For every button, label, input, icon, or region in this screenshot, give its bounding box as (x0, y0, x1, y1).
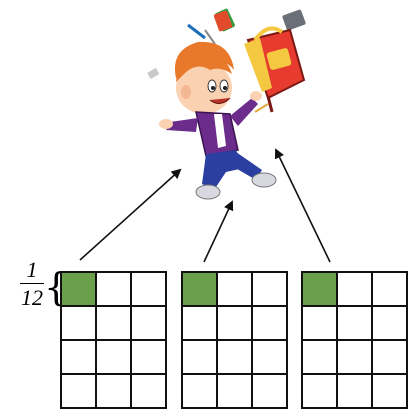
grid-cell (336, 271, 373, 307)
fraction-numerator: 1 (26, 257, 38, 282)
grid-cell (251, 305, 288, 341)
grid-cell (336, 339, 373, 375)
grid-3 (301, 271, 408, 409)
grid-cell (181, 305, 218, 341)
grid-cell (130, 373, 167, 409)
grid-cell (251, 339, 288, 375)
grid-cell-shaded (60, 271, 97, 307)
grid-cell (336, 305, 373, 341)
arrow-middle (203, 200, 234, 263)
grid-cell (371, 271, 408, 307)
grid-cell (95, 305, 132, 341)
boy-illustration (147, 8, 306, 200)
grid-cell (95, 271, 132, 307)
boy-head (174, 41, 234, 114)
fraction-label: 1 12 (18, 258, 46, 310)
grid-cell (181, 339, 218, 375)
grid-cell (251, 271, 288, 307)
arrow-right (274, 148, 331, 263)
grid-cell (216, 373, 253, 409)
arrow-left (79, 168, 182, 261)
grid-cell (251, 373, 288, 409)
grid-cell (301, 305, 338, 341)
backpack (244, 26, 306, 113)
grid-cell (130, 305, 167, 341)
grid-cell (301, 339, 338, 375)
grid-cell (371, 339, 408, 375)
grid-cell (216, 305, 253, 341)
grid-cell (216, 339, 253, 375)
grid-cell (371, 373, 408, 409)
arrows (79, 148, 331, 263)
grid-cell (336, 373, 373, 409)
grid-cell (60, 305, 97, 341)
fraction-bar (20, 283, 44, 284)
flying-supplies (147, 8, 306, 113)
grid-cell (95, 373, 132, 409)
grid-cell (130, 339, 167, 375)
grids (60, 271, 408, 409)
grid-cell-shaded (181, 271, 218, 307)
grid-cell (60, 339, 97, 375)
grid-cell (216, 271, 253, 307)
grid-1 (60, 271, 167, 409)
grid-cell (130, 271, 167, 307)
grid-2 (181, 271, 288, 409)
grid-cell (181, 373, 218, 409)
grid-cell (95, 339, 132, 375)
grid-cell (301, 373, 338, 409)
boy-body (159, 91, 277, 200)
fraction-denominator: 12 (21, 285, 43, 310)
grid-cell-shaded (301, 271, 338, 307)
grid-cell (371, 305, 408, 341)
grid-cell (60, 373, 97, 409)
